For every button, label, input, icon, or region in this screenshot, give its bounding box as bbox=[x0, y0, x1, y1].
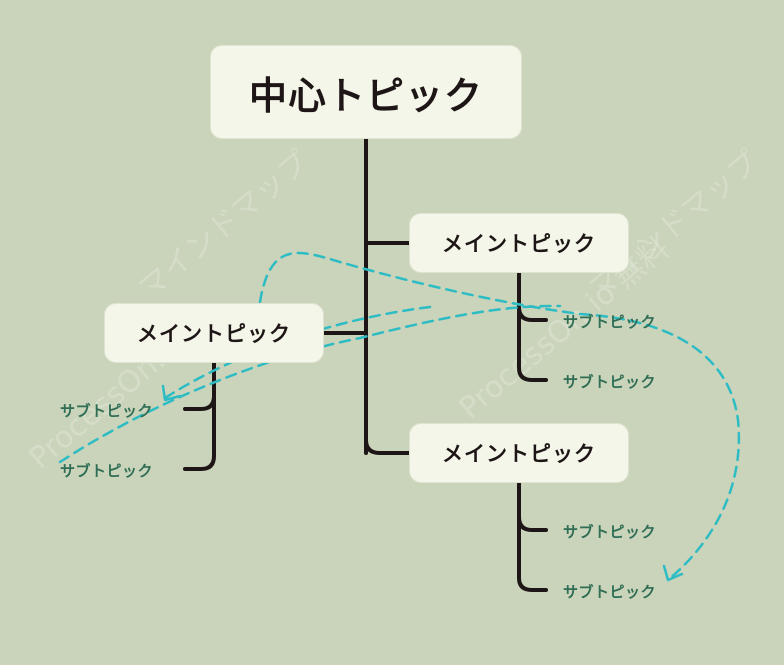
main-topic-1[interactable]: メイントピック bbox=[409, 213, 629, 273]
connector-main-3 bbox=[364, 438, 411, 455]
arrow-head-icon bbox=[662, 564, 684, 582]
connector-sub-6 bbox=[517, 515, 548, 592]
connector-sub-5 bbox=[517, 481, 548, 532]
subtopic-1-2[interactable]: サブトピック bbox=[563, 373, 657, 391]
connector-sub-1 bbox=[517, 271, 548, 322]
relation-arrow-1 bbox=[258, 251, 741, 582]
connector-sub-4 bbox=[183, 394, 216, 471]
subtopic-2-2[interactable]: サブトピック bbox=[60, 462, 154, 480]
arrow-heads bbox=[161, 384, 684, 582]
subtopic-3-2[interactable]: サブトピック bbox=[563, 583, 657, 601]
main-topic-3[interactable]: メイントピック bbox=[409, 423, 629, 483]
connectors bbox=[183, 137, 548, 592]
root-topic[interactable]: 中心トピック bbox=[210, 45, 522, 139]
connector-sub-3 bbox=[183, 361, 216, 411]
subtopic-3-1[interactable]: サブトピック bbox=[563, 523, 657, 541]
subtopic-2-1[interactable]: サブトピック bbox=[60, 402, 154, 420]
main-topic-2[interactable]: メイントピック bbox=[104, 303, 324, 363]
watermark-text: マインドマップ bbox=[133, 144, 316, 306]
subtopic-1-1[interactable]: サブトピック bbox=[563, 313, 657, 331]
connector-sub-2 bbox=[517, 305, 548, 382]
arrow-head-icon bbox=[161, 384, 182, 402]
relation-arrow-2 bbox=[58, 304, 562, 464]
